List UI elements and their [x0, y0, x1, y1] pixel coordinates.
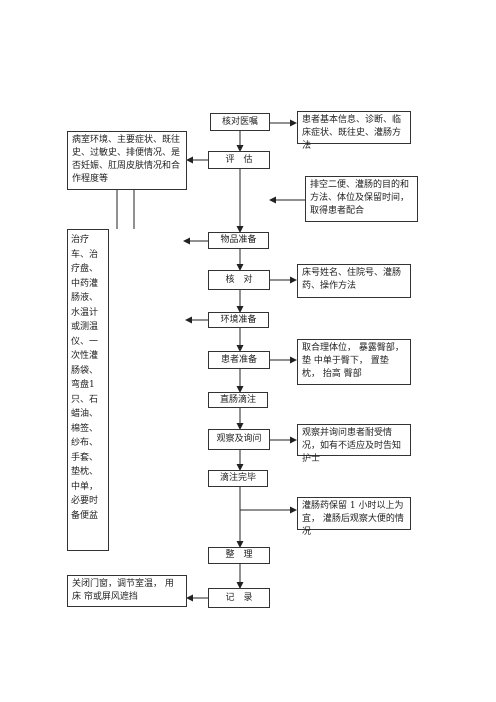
step-assess: 评 估: [208, 151, 270, 169]
step-verify-order: 核对医嘱: [210, 113, 270, 131]
note-retention-time: 灌肠药保留 1 小时以上为宜， 灌肠后观察大便的情况: [297, 497, 411, 537]
note-patient-position: 取合理体位， 暴露臀部， 垫 中单于臀下， 置垫枕， 抬高 臀部: [297, 339, 411, 385]
note-verify-details: 床号姓名、住院号、灌肠药、操作方法: [297, 264, 411, 298]
note-patient-cooperation: 排空二便、灌肠的目的和方法、体位及保留时间， 取得患者配合: [305, 176, 418, 222]
step-prepare-items: 物品准备: [208, 232, 269, 249]
note-supplies-list: 治疗车、治疗盘、中药灌肠液、水温计或测温仪、一次性灌肠袋、弯盘1只、石蜡油、棉签…: [67, 229, 109, 551]
step-verify: 核 对: [208, 270, 270, 290]
note-observe-tolerance: 观察并询问患者耐受情况，如有不适应及时告知护士: [297, 424, 411, 464]
step-record: 记 录: [208, 588, 270, 608]
step-tidy-up: 整 理: [208, 547, 270, 564]
step-rectal-drip: 直肠滴注: [208, 392, 268, 408]
step-observe-inquire: 观察及询问: [208, 429, 270, 450]
step-prepare-environment: 环境准备: [208, 312, 269, 328]
step-prepare-patient: 患者准备: [208, 351, 270, 369]
note-assessment-items: 病室环境、主要症状、既往史、过敏史、排便情况、是 否妊娠、肛周皮肤情况和合 作程…: [67, 131, 187, 190]
step-drip-complete: 滴注完毕: [208, 470, 268, 487]
note-environment-prep: 关闭门窗，调节室温， 用床 帘或屏风遮挡: [67, 575, 187, 607]
note-patient-info: 患者基本信息、诊断、临床症状、既往史、灌肠方法: [297, 111, 411, 151]
